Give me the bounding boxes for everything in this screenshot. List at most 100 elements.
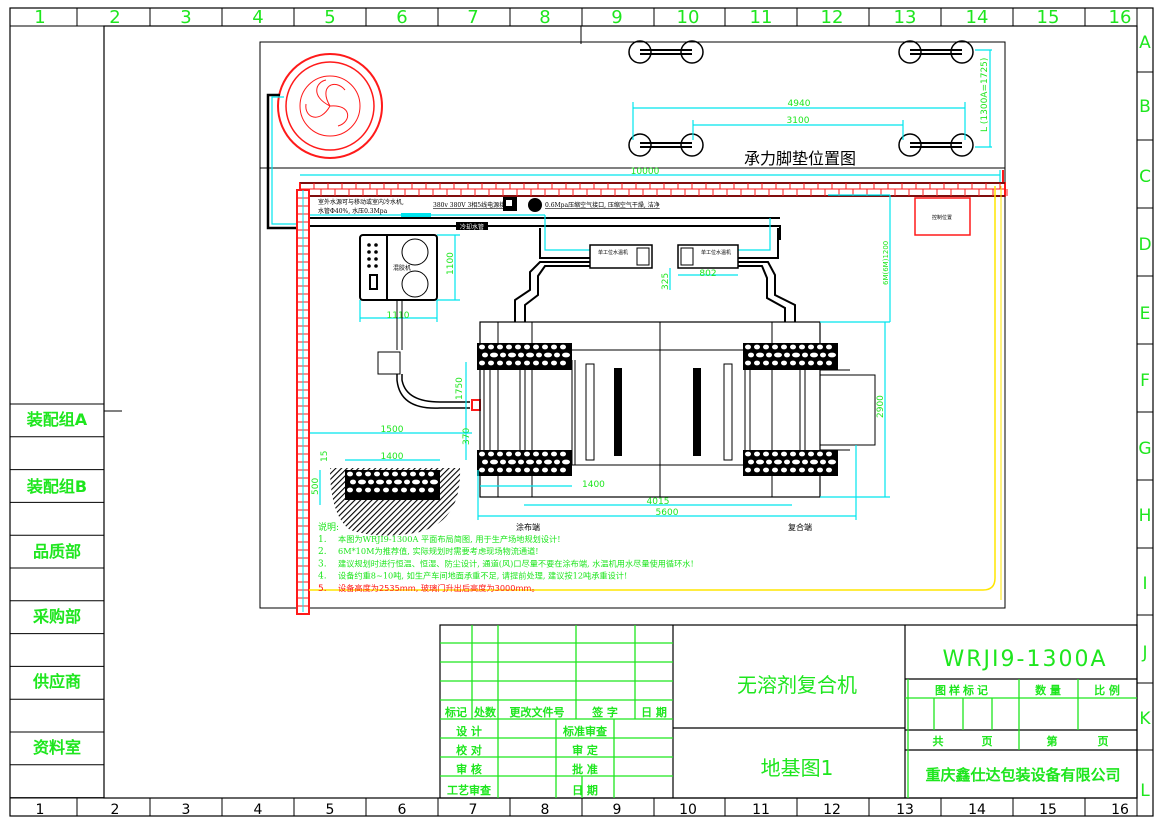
column-number-bottom: 15 <box>1039 802 1057 818</box>
yellow-boundary-line <box>309 186 996 591</box>
water-chiller-1: 单工位水温机 <box>589 244 653 269</box>
brick-wall-left <box>296 189 310 615</box>
dim-500: 500 <box>311 478 321 495</box>
column-number-top: 9 <box>611 7 622 28</box>
notes-list: 1.本图为WRJI9-1300A 平面布局简图, 用于生产场地规划设计!2.6M… <box>318 534 694 594</box>
column-number-bottom: 3 <box>182 802 191 818</box>
title-block <box>439 624 1138 799</box>
footpad-icon <box>950 40 974 64</box>
dim-mixer-height: 1100 <box>446 252 456 275</box>
dim-4940: 4940 <box>788 99 811 109</box>
note-text: 建议规划时进行恒温、恒湿、防尘设计, 通道(风)口尽量不要在涂布端, 水温机用水… <box>338 558 694 568</box>
column-number-top: 14 <box>966 7 989 28</box>
row-letter: B <box>1139 97 1151 117</box>
laminating-end-label: 复合端 <box>788 522 812 532</box>
column-number-top: 12 <box>821 7 844 28</box>
column-number-top: 11 <box>750 7 773 28</box>
note-text: 设备高度为2535mm, 玻璃门升出后高度为3000mm。 <box>338 583 540 593</box>
footpad-icon <box>950 133 974 157</box>
column-number-top: 6 <box>396 7 407 28</box>
dim-mixer-width: 1110 <box>387 311 410 321</box>
revision-header: 日 期 <box>641 705 667 719</box>
department-label: 采购部 <box>32 607 81 626</box>
machine-name: 无溶剂复合机 <box>737 673 857 697</box>
revision-table: 标记处数更改文件号签 字日 期设 计校 对审 核工艺审查标准审查审 定批 准日 … <box>440 625 673 798</box>
column-number-top: 8 <box>539 7 550 28</box>
column-number-bottom: 8 <box>541 802 550 818</box>
column-number-bottom: 5 <box>326 802 335 818</box>
quantity-label: 数 量 <box>1035 683 1061 697</box>
mixer-label: 混胶机 <box>393 264 411 272</box>
column-number-top: 4 <box>252 7 263 28</box>
revision-header: 处数 <box>473 705 497 719</box>
note-number: 2. <box>318 547 327 557</box>
row-letter: K <box>1139 709 1151 729</box>
row-letter: A <box>1139 33 1151 53</box>
dim-3100: 3100 <box>787 116 810 126</box>
column-number-top: 3 <box>180 7 191 28</box>
chiller-label-2: 单工位水温机 <box>701 249 731 256</box>
dim-foundation-1400: 1400 <box>381 452 404 462</box>
department-label: 装配组A <box>26 410 88 429</box>
dim-right-1200: 6M(6M)1200 <box>882 241 890 285</box>
brick-wall-top <box>299 182 1008 197</box>
footpad-icon <box>680 133 704 157</box>
row-letter: G <box>1138 439 1151 459</box>
footpad-layout <box>628 40 974 157</box>
column-number-bottom: 7 <box>469 802 478 818</box>
department-label: 资料室 <box>33 738 81 757</box>
dim-2900: 2900 <box>876 395 886 418</box>
revision-header: 标记 <box>444 705 467 719</box>
label-date: 日 期 <box>572 783 598 797</box>
footpad-title: 承力脚垫位置图 <box>744 149 856 168</box>
department-label: 装配组B <box>26 477 87 496</box>
column-number-top: 10 <box>677 7 700 28</box>
label-process-review: 工艺审查 <box>447 783 491 797</box>
dim-chiller-height: 325 <box>661 273 671 290</box>
column-number-bottom: 13 <box>896 802 914 818</box>
dim-1400-pad: 1400 <box>582 480 605 490</box>
drawing-area <box>259 41 1006 609</box>
air-note: 0.6Mpa压缩空气接口, 压缩空气干燥, 洁净 <box>545 201 660 209</box>
dim-1750: 1750 <box>455 377 465 400</box>
note-text: 本图为WRJI9-1300A 平面布局简图, 用于生产场地规划设计! <box>338 534 560 544</box>
cooling-pipe-tag-text: 冷却水管 <box>460 223 484 231</box>
sample-mark-label: 图样标记 <box>935 683 991 697</box>
control-position-box <box>914 197 971 236</box>
column-number-top: 1 <box>34 7 45 28</box>
note-number: 1. <box>318 535 327 545</box>
air-inlet-icon <box>528 198 542 212</box>
dim-5600: 5600 <box>656 508 679 518</box>
label-approve: 批 准 <box>572 762 598 776</box>
dim-370: 370 <box>462 428 472 445</box>
column-number-bottom: 14 <box>968 802 986 818</box>
model-number: WRJI9-1300A <box>943 647 1108 672</box>
dim-4015: 4015 <box>647 497 670 507</box>
column-number-bottom: 9 <box>613 802 622 818</box>
sheet-label: 第 <box>1047 734 1058 748</box>
label-std-review: 标准审查 <box>562 724 607 738</box>
note-number: 5. <box>318 584 327 594</box>
sheet-page-label: 页 <box>1098 735 1109 748</box>
note-text: 设备约重8~10吨, 如生产车间地面承重不足, 请提前处理, 建议按12吨承重设… <box>338 571 627 581</box>
total-pages-label: 共 <box>933 734 944 748</box>
dim-vertical-1725: L (1300A=1725) <box>980 58 990 132</box>
row-letter: H <box>1139 506 1152 526</box>
footpad-icon <box>628 133 652 157</box>
department-label: 供应商 <box>32 672 81 691</box>
gravel-foundation-pads <box>477 343 838 476</box>
exhaust-fan-icon <box>277 53 383 159</box>
label-approve-set: 审 定 <box>572 743 598 757</box>
coating-end-label: 涂布端 <box>516 522 540 532</box>
control-position-label: 控制位置 <box>932 214 952 221</box>
glue-mixer: 混胶机 <box>359 234 438 301</box>
scale-label: 比 例 <box>1094 683 1120 697</box>
dim-15: 15 <box>320 451 330 462</box>
dim-chiller-width: 802 <box>699 269 716 279</box>
column-number-top: 15 <box>1037 7 1060 28</box>
footpad-icon <box>898 133 922 157</box>
row-letter: L <box>1140 781 1150 801</box>
column-number-top: 13 <box>894 7 917 28</box>
